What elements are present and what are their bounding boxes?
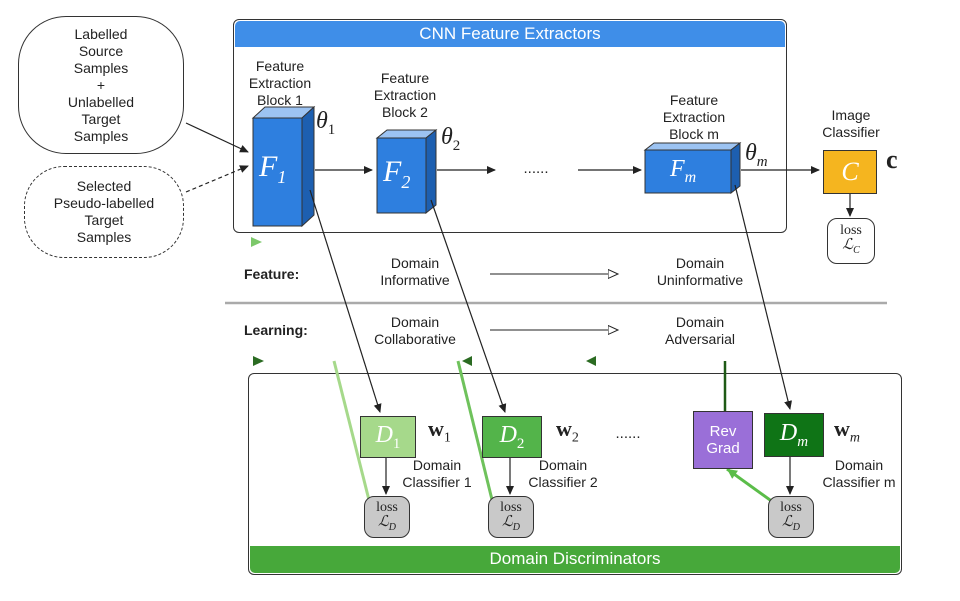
discriminator-1-loss-word: loss	[376, 500, 398, 515]
rev-grad-label: Rev Grad	[706, 423, 740, 457]
pseudo-labelled-samples-label: Selected Pseudo-labelled Target Samples	[53, 178, 155, 245]
discriminator-2-loss-word: loss	[500, 500, 522, 515]
rev-grad-box: Rev Grad	[693, 411, 753, 469]
domain-discriminators-panel	[248, 373, 902, 575]
feature-block-m-symbol: Fm	[670, 156, 697, 186]
learning-row-heading: Learning:	[244, 322, 308, 338]
discriminator-2-loss-symbol: ℒD	[501, 514, 521, 534]
discriminator-m-box: Dm	[764, 413, 824, 457]
domain-discriminators-banner: Domain Discriminators	[250, 546, 900, 573]
image-classifier-symbol: C	[841, 157, 859, 186]
discriminator-m-weight: wm	[834, 416, 861, 446]
source-samples-label: Labelled Source Samples + Unlabelled Tar…	[67, 25, 135, 144]
feature-block-m-caption: Feature Extraction Block m	[662, 92, 726, 142]
discriminator-m-loss-word: loss	[780, 500, 802, 515]
feature-block-2-shape	[375, 128, 438, 215]
feature-block-2-caption: Feature Extraction Block 2	[373, 70, 437, 120]
discriminator-2-symbol: D2	[499, 421, 525, 452]
discriminator-1-symbol: D1	[375, 421, 401, 452]
theta-m: θm	[745, 140, 768, 170]
feature-extractors-banner: CNN Feature Extractors	[235, 21, 785, 47]
source-samples-box: Labelled Source Samples + Unlabelled Tar…	[18, 16, 184, 154]
discriminator-ellipsis: ......	[615, 425, 641, 442]
feature-row-to: Domain Uninformative	[656, 255, 744, 288]
discriminator-m-loss-box: loss ℒD	[768, 496, 814, 538]
theta-2: θ2	[441, 124, 461, 154]
feature-block-1-symbol: F1	[259, 150, 287, 187]
discriminator-1-loss-symbol: ℒD	[377, 514, 397, 534]
discriminator-1-box: D1	[360, 416, 416, 458]
theta-1: θ1	[316, 108, 336, 138]
feature-row-from: Domain Informative	[380, 255, 450, 288]
classifier-loss-symbol: ℒC	[842, 237, 860, 257]
discriminator-m-loss-symbol: ℒD	[781, 514, 801, 534]
discriminator-2-box: D2	[482, 416, 542, 458]
discriminator-2-caption: Domain Classifier 2	[528, 457, 598, 490]
discriminator-1-weight: w1	[428, 416, 451, 446]
extractor-ellipsis: ......	[523, 160, 549, 177]
pseudo-labelled-samples-box: Selected Pseudo-labelled Target Samples	[24, 166, 184, 258]
image-classifier-caption: Image Classifier	[822, 107, 880, 140]
discriminator-2-weight: w2	[556, 416, 579, 446]
learning-row-from: Domain Collaborative	[374, 314, 456, 347]
image-classifier-box: C	[823, 150, 877, 194]
feature-block-m-shape	[643, 141, 742, 195]
discriminator-2-loss-box: loss ℒD	[488, 496, 534, 538]
discriminator-1-caption: Domain Classifier 1	[402, 457, 472, 490]
feature-block-2-symbol: F2	[383, 155, 411, 192]
classifier-loss-word: loss	[840, 223, 862, 238]
classifier-loss-box: loss ℒC	[827, 218, 875, 264]
discriminator-m-symbol: Dm	[779, 419, 809, 450]
discriminator-1-loss-box: loss ℒD	[364, 496, 410, 538]
feature-extractors-panel	[233, 19, 787, 233]
learning-row-to: Domain Adversarial	[664, 314, 736, 347]
feature-block-1-caption: Feature Extraction Block 1	[248, 58, 312, 108]
feature-row-heading: Feature:	[244, 266, 300, 282]
classifier-param: c	[886, 145, 898, 174]
discriminator-m-caption: Domain Classifier m	[822, 457, 896, 490]
feature-block-1-shape	[251, 105, 316, 228]
